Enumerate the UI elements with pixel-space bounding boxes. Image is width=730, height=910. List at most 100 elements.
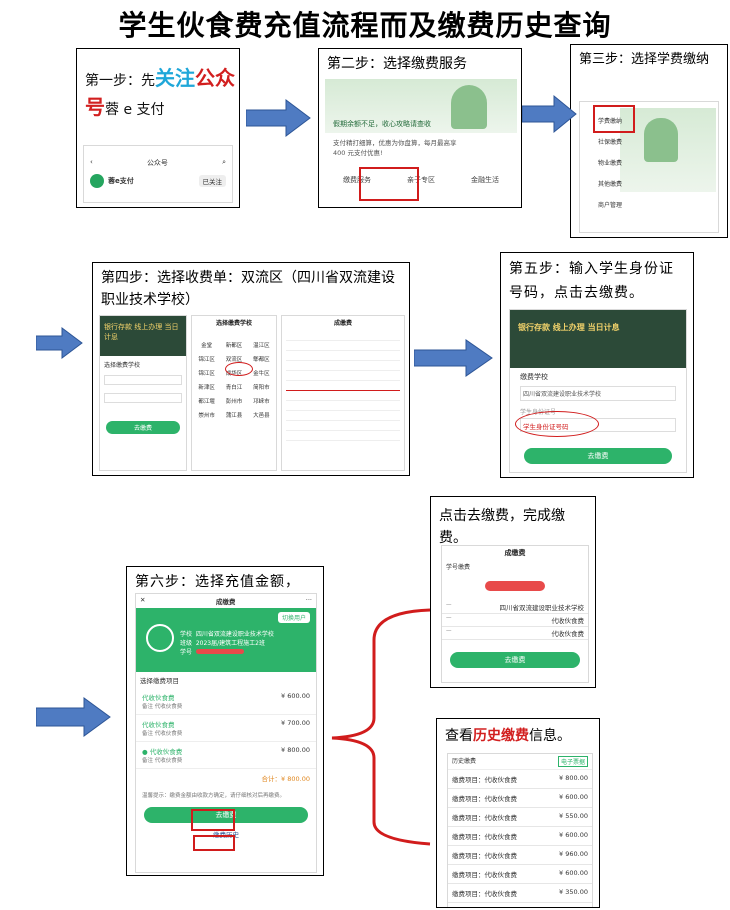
step4-pay-button[interactable]: 去缴费 bbox=[106, 421, 180, 434]
district-option[interactable]: 彭州市 bbox=[225, 399, 243, 405]
history-record-amount: ¥ 600.00 bbox=[559, 831, 588, 839]
follow-button[interactable]: 已关注 bbox=[198, 175, 226, 187]
id-input[interactable] bbox=[104, 393, 182, 403]
district-grid: 金堂新都区温江区锦江区双流区郫都区锦江区成华区金牛区新津区青白江简阳市都江堰彭州… bbox=[192, 329, 276, 431]
fee-item-name: 代收伙食费 bbox=[149, 748, 183, 756]
school-row[interactable] bbox=[286, 416, 400, 421]
district-option[interactable]: 蒲江县 bbox=[225, 413, 243, 419]
arrow-right-icon bbox=[522, 94, 577, 134]
tab-finance-life[interactable]: 金融生活 bbox=[471, 176, 499, 184]
menu-social-security[interactable]: 社保缴费 bbox=[598, 139, 623, 146]
step5-school-field[interactable]: 四川省双流建设职业技术学校 bbox=[520, 386, 676, 401]
school-row[interactable] bbox=[286, 396, 400, 401]
switch-user-button[interactable]: 切换用户 bbox=[277, 612, 310, 623]
step3-menu: 学费缴纳 社保缴费 物业缴费 其他缴费 商户管理 bbox=[598, 110, 636, 215]
menu-tuition[interactable]: 学费缴纳 bbox=[598, 118, 623, 125]
history-record[interactable]: 缴费项目：代收伙食费¥ 350.00 bbox=[448, 884, 592, 903]
step5-pay-button[interactable]: 去缴费 bbox=[524, 448, 672, 464]
fee-item-amount: ¥ 700.00 bbox=[281, 719, 310, 727]
graduation-cap-icon bbox=[146, 624, 174, 652]
search-icon[interactable]: ⌕ bbox=[222, 158, 226, 166]
district-option[interactable]: 新都区 bbox=[225, 343, 243, 349]
school-row[interactable] bbox=[286, 366, 400, 371]
district-option[interactable]: 锦江区 bbox=[198, 357, 215, 363]
step2-banner-text: 假期余额不足，收心攻略请查收 bbox=[333, 120, 431, 128]
step2-screenshot: 假期余额不足，收心攻略请查收 支付精打细算，优惠为你盘算，每月最高享 400 元… bbox=[325, 79, 517, 203]
menu-other[interactable]: 其他缴费 bbox=[598, 181, 623, 188]
school-row[interactable] bbox=[286, 426, 400, 431]
tab-parent-zone[interactable]: 亲子专区 bbox=[407, 176, 435, 184]
history-record-amount: ¥ 800.00 bbox=[559, 774, 588, 782]
school-input[interactable] bbox=[104, 375, 182, 385]
step6-pay-button[interactable]: 去缴费 bbox=[144, 807, 308, 823]
history-record[interactable]: 缴费项目：代收伙食费¥ 600.00 bbox=[448, 827, 592, 846]
fee-item-note: 备注 代收伙食费 bbox=[142, 758, 183, 764]
redacted-amount bbox=[485, 581, 545, 591]
step7-pay-button[interactable]: 去缴费 bbox=[450, 652, 580, 668]
step7-label: 点击去缴费，完成缴费。 bbox=[439, 508, 565, 546]
school-row[interactable] bbox=[286, 436, 400, 441]
district-option[interactable]: 简阳市 bbox=[253, 385, 270, 391]
step2-banner: 假期余额不足，收心攻略请查收 bbox=[325, 79, 517, 133]
district-option[interactable]: 崇州市 bbox=[198, 413, 215, 419]
student-no-label: 学号 bbox=[180, 649, 193, 656]
district-option[interactable]: 锦江区 bbox=[198, 371, 215, 377]
school-row[interactable] bbox=[286, 356, 400, 361]
district-option[interactable]: 金牛区 bbox=[253, 371, 270, 377]
history-record-amount: ¥ 960.00 bbox=[559, 850, 588, 858]
district-option[interactable]: 青白江 bbox=[225, 385, 243, 391]
district-option[interactable]: 都江堰 bbox=[198, 399, 215, 405]
step5-banner: 银行存款 线上办理 当日计息 bbox=[510, 310, 686, 368]
step8-suffix: 信息。 bbox=[529, 728, 571, 744]
history-record-amount: ¥ 350.00 bbox=[559, 888, 588, 896]
step6-tip: 温馨提示：缴费金额由收款方确定，请仔细核对后再缴费。 bbox=[142, 793, 286, 799]
school-label: 学校 bbox=[180, 631, 193, 638]
school-row[interactable] bbox=[286, 406, 400, 411]
back-icon[interactable]: ‹ bbox=[90, 158, 93, 166]
district-option[interactable]: 大邑县 bbox=[253, 413, 270, 419]
check-icon: ● bbox=[142, 748, 148, 756]
history-record-name: 缴费项目：代收伙食费 bbox=[452, 852, 517, 860]
district-option[interactable]: 双流区 bbox=[225, 357, 243, 363]
school-row[interactable] bbox=[286, 376, 400, 381]
history-record[interactable]: 缴费项目：代收伙食费¥ 550.00 bbox=[448, 808, 592, 827]
step7-screenshot: 成缴费 学号缴费 —四川省双流建设职业技术学校 —代收伙食费 —代收伙食费 去缴… bbox=[441, 545, 589, 683]
history-record[interactable]: 缴费项目：代收伙食费¥ 600.00 bbox=[448, 865, 592, 884]
class-label: 班级 bbox=[180, 640, 193, 647]
school-row[interactable] bbox=[286, 336, 400, 341]
step1-instruction: 第一步：先关注公众 号蓉 e 支付 bbox=[85, 65, 235, 123]
e-receipt-button[interactable]: 电子票据 bbox=[557, 756, 588, 767]
step1-box: 第一步：先关注公众 号蓉 e 支付 ‹ 公众号 ⌕ 蓉e支付 已关注 bbox=[76, 48, 240, 208]
fee-item[interactable]: 代收伙食费备注 代收伙食费 ¥ 600.00 bbox=[136, 688, 316, 715]
menu-property[interactable]: 物业缴费 bbox=[598, 160, 623, 167]
school-row[interactable] bbox=[286, 346, 400, 351]
district-option[interactable]: 温江区 bbox=[253, 343, 270, 349]
fee-item-selected[interactable]: ● 代收伙食费备注 代收伙食费 ¥ 800.00 bbox=[136, 742, 316, 769]
step7-item-2: 代收伙食费 bbox=[551, 630, 585, 638]
fee-item-name: 代收伙食费 bbox=[142, 721, 175, 729]
district-option[interactable]: 邛崃市 bbox=[253, 399, 270, 405]
history-record[interactable]: 缴费项目：代收伙食费¥ 800.00 bbox=[448, 770, 592, 789]
school-row-selected[interactable] bbox=[286, 386, 400, 391]
district-option[interactable]: 新津区 bbox=[198, 385, 215, 391]
district-panel-title: 选择缴费学校 bbox=[215, 320, 252, 327]
close-icon[interactable]: ✕ bbox=[140, 596, 146, 604]
history-record-amount: ¥ 600.00 bbox=[559, 793, 588, 801]
step1-app-name: 蓉e支付 bbox=[108, 177, 134, 185]
history-record[interactable]: 缴费项目：代收伙食费¥ 600.00 bbox=[448, 789, 592, 808]
step6-header: 成缴费 bbox=[215, 598, 236, 606]
fee-item[interactable]: 代收伙食费备注 代收伙食费 ¥ 700.00 bbox=[136, 715, 316, 742]
district-option[interactable]: 金堂 bbox=[201, 343, 213, 349]
step2-highlight bbox=[359, 167, 419, 201]
menu-merchant[interactable]: 商户管理 bbox=[598, 202, 623, 209]
arrow-right-icon bbox=[36, 697, 111, 737]
more-icon[interactable]: ··· bbox=[305, 596, 312, 604]
step3-highlight bbox=[593, 105, 635, 133]
history-record[interactable]: 缴费项目：代收伙食费 ¥ 960.00 bbox=[448, 846, 592, 865]
arrow-right-icon bbox=[36, 327, 83, 359]
tab-payment-service[interactable]: 缴费服务 bbox=[343, 176, 371, 184]
step4-banner: 银行存款 线上办理 当日计息 bbox=[100, 316, 186, 356]
district-option[interactable]: 郫都区 bbox=[253, 357, 270, 363]
student-card: 切换用户 学校 四川省双流建设职业技术学校 班级 2023届/建筑工程施工2班 … bbox=[136, 608, 316, 672]
